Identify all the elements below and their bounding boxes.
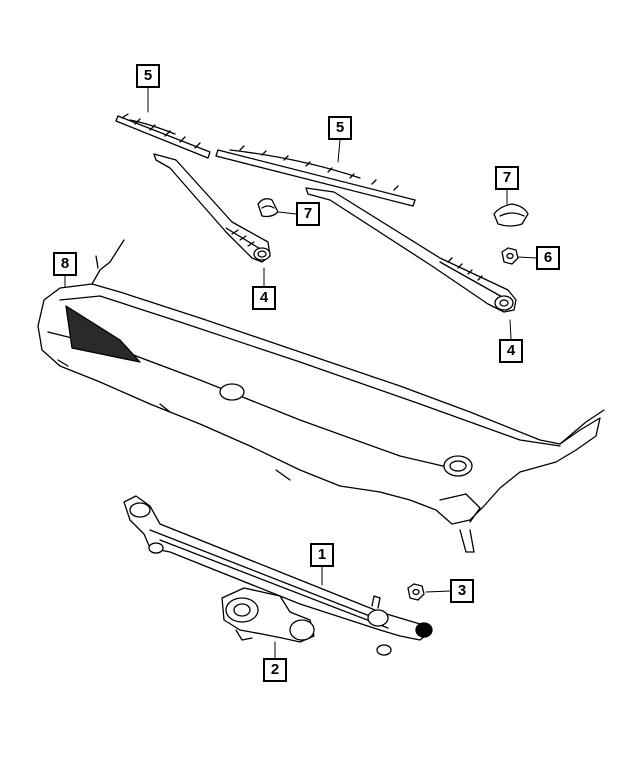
wiper-blade-left (115, 113, 211, 159)
callout-2-motor: 2 (263, 658, 287, 682)
leader-lines (64, 87, 537, 659)
wiper-blade-right (215, 145, 416, 207)
pivot-nut (407, 583, 425, 601)
callout-4-arm-left: 4 (252, 286, 276, 310)
wiper-arm-left (153, 153, 271, 263)
arm-nut-cap-left (257, 198, 279, 218)
arm-nut-cap-right (493, 203, 529, 227)
callout-3-pivot-nut: 3 (450, 579, 474, 603)
callout-4-arm-right: 4 (499, 339, 523, 363)
cowl-panel (37, 239, 605, 553)
callout-7-cap-right: 7 (495, 166, 519, 190)
callout-6-nut: 6 (536, 246, 560, 270)
wiper-linkage (123, 495, 433, 656)
callout-5-blade-left: 5 (136, 64, 160, 88)
wiper-motor (221, 587, 315, 643)
arm-nut (501, 247, 519, 265)
wiper-arm-right (305, 187, 517, 313)
callout-1-linkage: 1 (310, 543, 334, 567)
callout-7-cap-left: 7 (296, 202, 320, 226)
callout-5-blade-right: 5 (328, 116, 352, 140)
callout-8-cowl: 8 (53, 252, 77, 276)
